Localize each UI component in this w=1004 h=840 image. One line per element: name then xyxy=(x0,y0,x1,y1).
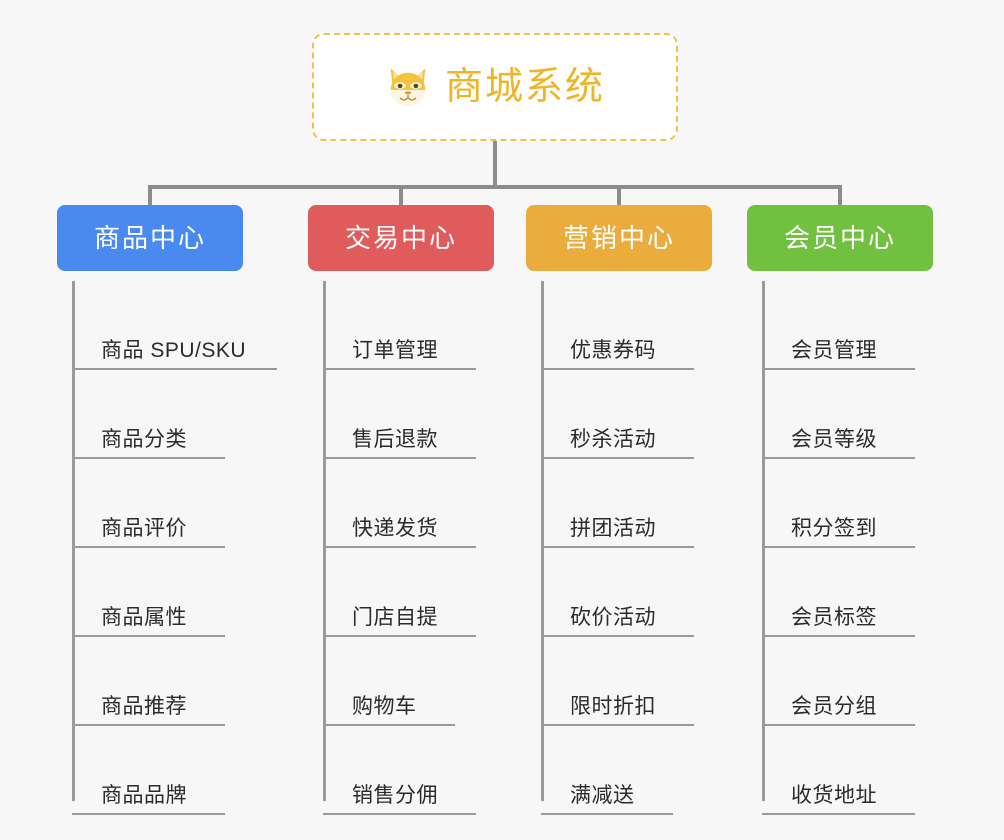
list-item-label: 拼团活动 xyxy=(570,517,656,540)
list-item-label: 商品分类 xyxy=(101,428,187,451)
list-item[interactable]: 商品属性 xyxy=(72,548,292,637)
list-item-label: 订单管理 xyxy=(352,339,438,362)
list-item-label: 会员等级 xyxy=(791,428,877,451)
branch-items-3: 会员管理 会员等级 积分签到 会员标签 会员分组 收货地址 xyxy=(762,281,982,815)
list-item[interactable]: 收货地址 xyxy=(762,726,982,815)
list-item[interactable]: 积分签到 xyxy=(762,459,982,548)
list-item-label: 会员标签 xyxy=(791,606,877,629)
connector-drop-2 xyxy=(399,185,403,207)
list-item-rule xyxy=(541,635,694,637)
connector-horizontal-bus xyxy=(148,185,842,189)
list-item[interactable]: 会员标签 xyxy=(762,548,982,637)
list-item-label: 购物车 xyxy=(352,695,417,718)
list-item[interactable]: 会员管理 xyxy=(762,281,982,370)
list-item-label: 销售分佣 xyxy=(352,784,438,807)
list-item-label: 收货地址 xyxy=(791,784,877,807)
list-item-rule xyxy=(541,724,694,726)
list-item-rule xyxy=(323,813,476,815)
branch-items-2: 优惠券码 秒杀活动 拼团活动 砍价活动 限时折扣 满减送 xyxy=(541,281,761,815)
list-item-rule xyxy=(323,457,476,459)
list-item-label: 商品评价 xyxy=(101,517,187,540)
list-item[interactable]: 商品分类 xyxy=(72,370,292,459)
list-item[interactable]: 商品评价 xyxy=(72,459,292,548)
list-item-label: 会员管理 xyxy=(791,339,877,362)
list-item-rule xyxy=(72,724,225,726)
list-item-label: 优惠券码 xyxy=(570,339,656,362)
list-item-label: 商品品牌 xyxy=(101,784,187,807)
list-item-label: 售后退款 xyxy=(352,428,438,451)
list-item[interactable]: 优惠券码 xyxy=(541,281,761,370)
list-item-label: 会员分组 xyxy=(791,695,877,718)
branch-spine-2 xyxy=(541,281,544,801)
list-item-label: 积分签到 xyxy=(791,517,877,540)
list-item-rule xyxy=(762,546,915,548)
branch-header-2[interactable]: 营销中心 xyxy=(526,205,712,271)
list-item-label: 门店自提 xyxy=(352,606,438,629)
list-item[interactable]: 拼团活动 xyxy=(541,459,761,548)
list-item[interactable]: 快递发货 xyxy=(323,459,543,548)
list-item-label: 秒杀活动 xyxy=(570,428,656,451)
branch-items-1: 订单管理 售后退款 快递发货 门店自提 购物车 销售分佣 xyxy=(323,281,543,815)
list-item-rule xyxy=(762,635,915,637)
list-item-rule xyxy=(762,813,915,815)
connector-drop-4 xyxy=(838,185,842,207)
list-item-label: 商品推荐 xyxy=(101,695,187,718)
connector-drop-3 xyxy=(617,185,621,207)
list-item-label: 商品属性 xyxy=(101,606,187,629)
branch-header-1[interactable]: 交易中心 xyxy=(308,205,494,271)
list-item-rule xyxy=(72,457,225,459)
list-item[interactable]: 砍价活动 xyxy=(541,548,761,637)
list-item[interactable]: 会员分组 xyxy=(762,637,982,726)
branch-header-3[interactable]: 会员中心 xyxy=(747,205,933,271)
list-item[interactable]: 商品品牌 xyxy=(72,726,292,815)
list-item[interactable]: 限时折扣 xyxy=(541,637,761,726)
list-item[interactable]: 商品 SPU/SKU xyxy=(72,281,292,370)
list-item-rule xyxy=(72,635,225,637)
list-item[interactable]: 售后退款 xyxy=(323,370,543,459)
list-item-label: 快递发货 xyxy=(352,517,438,540)
branch-items-0: 商品 SPU/SKU 商品分类 商品评价 商品属性 商品推荐 商品品牌 xyxy=(72,281,292,815)
list-item-rule xyxy=(323,724,455,726)
list-item-rule xyxy=(762,457,915,459)
root-node[interactable]: 商城系统 xyxy=(312,33,678,141)
list-item[interactable]: 秒杀活动 xyxy=(541,370,761,459)
branch-label-0: 商品中心 xyxy=(93,223,206,253)
list-item[interactable]: 商品推荐 xyxy=(72,637,292,726)
list-item[interactable]: 会员等级 xyxy=(762,370,982,459)
branch-spine-3 xyxy=(762,281,765,801)
branch-spine-0 xyxy=(72,281,75,801)
list-item[interactable]: 订单管理 xyxy=(323,281,543,370)
connector-drop-1 xyxy=(148,185,152,207)
list-item-rule xyxy=(541,546,694,548)
list-item-rule xyxy=(762,724,915,726)
list-item-label: 砍价活动 xyxy=(570,606,656,629)
list-item-label: 商品 SPU/SKU xyxy=(101,339,247,362)
list-item[interactable]: 满减送 xyxy=(541,726,761,815)
list-item-rule xyxy=(323,368,476,370)
list-item-rule xyxy=(323,635,476,637)
list-item-rule xyxy=(323,546,476,548)
list-item-rule xyxy=(72,368,277,370)
branch-header-0[interactable]: 商品中心 xyxy=(57,205,243,271)
list-item-label: 满减送 xyxy=(570,784,635,807)
list-item-rule xyxy=(762,368,915,370)
list-item-rule xyxy=(541,457,694,459)
list-item-rule xyxy=(541,368,694,370)
shiba-dog-face-icon xyxy=(390,68,426,107)
list-item[interactable]: 购物车 xyxy=(323,637,543,726)
list-item-rule xyxy=(72,546,225,548)
list-item-label: 限时折扣 xyxy=(570,695,656,718)
branch-label-3: 会员中心 xyxy=(783,223,896,253)
root-title: 商城系统 xyxy=(444,66,605,108)
list-item[interactable]: 门店自提 xyxy=(323,548,543,637)
connector-root-stem xyxy=(493,141,497,188)
branch-label-1: 交易中心 xyxy=(344,223,457,253)
list-item[interactable]: 销售分佣 xyxy=(323,726,543,815)
branch-spine-1 xyxy=(323,281,326,801)
branch-label-2: 营销中心 xyxy=(562,223,675,253)
list-item-rule xyxy=(72,813,225,815)
list-item-rule xyxy=(541,813,673,815)
